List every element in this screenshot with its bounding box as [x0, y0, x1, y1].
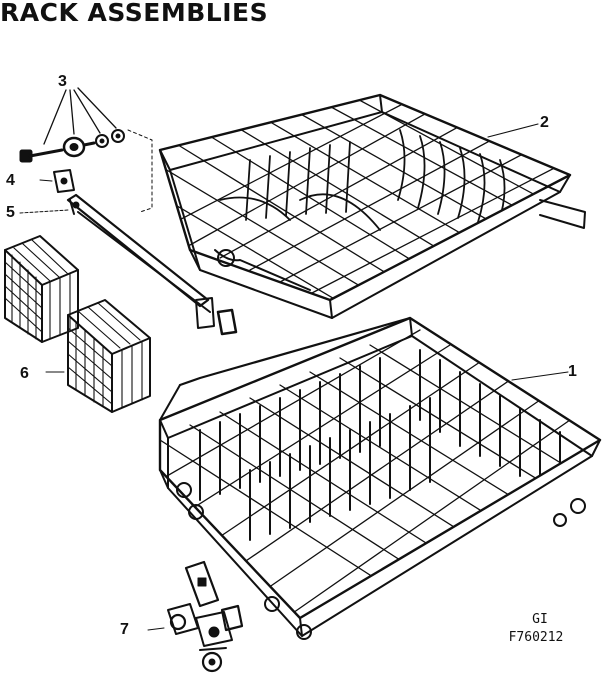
part-1-lower-rack — [158, 316, 602, 640]
leader-lines — [487, 123, 569, 381]
part-7-roller-brackets — [147, 560, 244, 673]
callout-7: 7 — [120, 621, 129, 638]
callout-1: 1 — [568, 363, 577, 380]
callout-3: 3 — [58, 73, 67, 90]
page-title: RACK ASSEMBLIES — [0, 0, 269, 27]
drawing-code-line1: GI — [532, 612, 548, 627]
callout-2: 2 — [540, 114, 549, 131]
callout-5: 5 — [6, 204, 15, 221]
part-5-rack-rail — [19, 129, 238, 336]
callout-6: 6 — [20, 365, 29, 382]
callout-4: 4 — [6, 172, 15, 189]
part-4-clip — [39, 169, 75, 193]
drawing-code-line2: F760212 — [508, 630, 564, 645]
part-3-roller-hardware — [19, 87, 125, 163]
part-2-upper-rack — [158, 93, 586, 319]
part-6-silverware-baskets — [4, 235, 151, 413]
